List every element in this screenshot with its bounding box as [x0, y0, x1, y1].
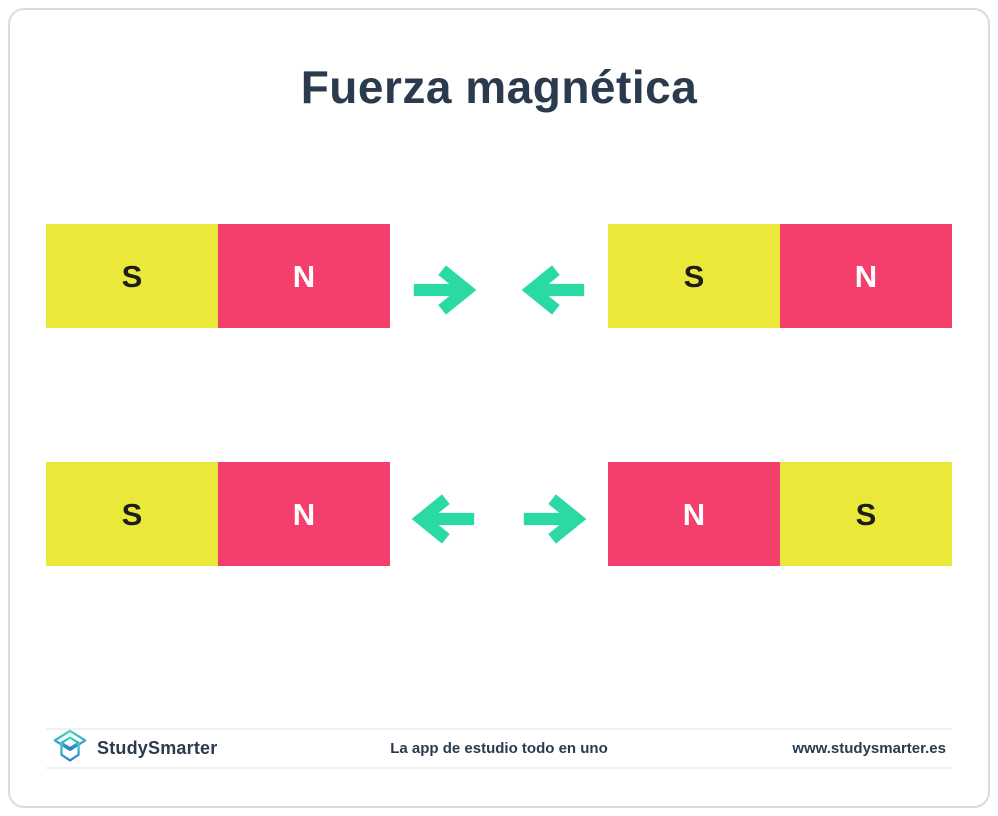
footer-website: www.studysmarter.es	[792, 740, 946, 757]
pole-label: N	[292, 496, 316, 532]
magnet-pole: N	[218, 462, 390, 566]
studysmarter-logo-icon	[53, 729, 87, 762]
magnet-pole: S	[608, 224, 780, 328]
infographic-card: Fuerza magnética S N S	[8, 8, 990, 808]
brand: StudySmarter	[52, 729, 217, 769]
magnet-top-right: S N	[608, 224, 952, 328]
magnet-row-attraction: S N S N	[46, 224, 952, 328]
force-arrows-group	[411, 493, 587, 546]
magnet-pole: S	[780, 462, 952, 566]
magnet-pole: S	[46, 462, 218, 566]
magnet-pole: N	[218, 224, 390, 328]
magnet-pole: N	[608, 462, 780, 566]
pole-label: N	[292, 258, 316, 294]
pole-label: S	[121, 258, 143, 294]
force-arrow-icon	[521, 265, 585, 315]
force-arrow-icon	[413, 265, 477, 315]
pole-label: N	[682, 496, 706, 532]
force-arrows-group	[411, 264, 587, 317]
footer: StudySmarter La app de estudio todo en u…	[46, 728, 952, 769]
force-arrow-icon	[523, 494, 587, 544]
page-title: Fuerza magnética	[300, 61, 698, 113]
pole-label: S	[121, 496, 143, 532]
magnet-row-repulsion: S N N S	[46, 462, 952, 566]
magnet-bottom-right: N S	[608, 462, 952, 566]
pole-label: S	[855, 496, 877, 532]
pole-label: S	[683, 258, 705, 294]
magnet-pole: S	[46, 224, 218, 328]
magnet-bottom-left: S N	[46, 462, 390, 566]
brand-name: StudySmarter	[97, 738, 218, 758]
footer-tagline: La app de estudio todo en uno	[390, 740, 608, 757]
pole-label: N	[854, 258, 878, 294]
magnet-top-left: S N	[46, 224, 390, 328]
force-arrow-icon	[411, 494, 475, 544]
magnet-pole: N	[780, 224, 952, 328]
